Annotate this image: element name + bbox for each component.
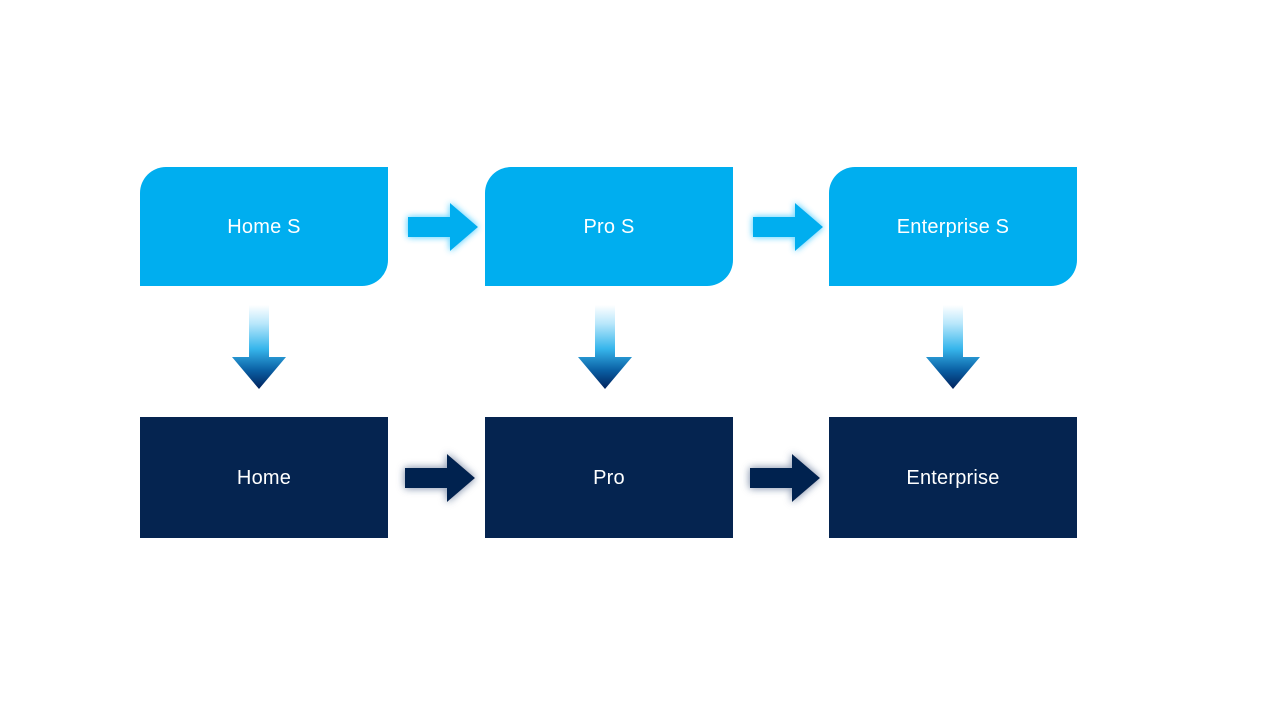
connector-pro-s-to-enterprise-s <box>751 199 825 255</box>
right-arrow-icon <box>750 454 820 502</box>
process-box-label: Enterprise <box>906 466 1000 489</box>
connector-enterprise-s-to-enterprise <box>924 305 982 391</box>
process-box-pro[interactable]: Pro <box>485 417 733 538</box>
process-box-label: Home S <box>227 215 301 238</box>
down-arrow-icon <box>578 305 632 389</box>
process-box-label: Pro S <box>583 215 635 238</box>
process-box-label: Home <box>236 466 292 489</box>
connector-pro-s-to-pro <box>576 305 634 391</box>
connector-home-s-to-home <box>230 305 288 391</box>
process-box-enterprise[interactable]: Enterprise <box>829 417 1077 538</box>
connector-home-to-pro <box>403 450 477 506</box>
connector-home-s-to-pro-s <box>406 199 480 255</box>
right-arrow-icon <box>408 203 478 251</box>
down-arrow-icon <box>926 305 980 389</box>
down-arrow-icon <box>232 305 286 389</box>
process-box-pro-s[interactable]: Pro S <box>485 167 733 286</box>
right-arrow-icon <box>405 454 475 502</box>
process-box-label: Enterprise S <box>896 215 1010 238</box>
process-box-home[interactable]: Home <box>140 417 388 538</box>
process-box-home-s[interactable]: Home S <box>140 167 388 286</box>
right-arrow-icon <box>753 203 823 251</box>
connector-pro-to-enterprise <box>748 450 822 506</box>
process-box-label: Pro <box>593 466 625 489</box>
process-box-enterprise-s[interactable]: Enterprise S <box>829 167 1077 286</box>
